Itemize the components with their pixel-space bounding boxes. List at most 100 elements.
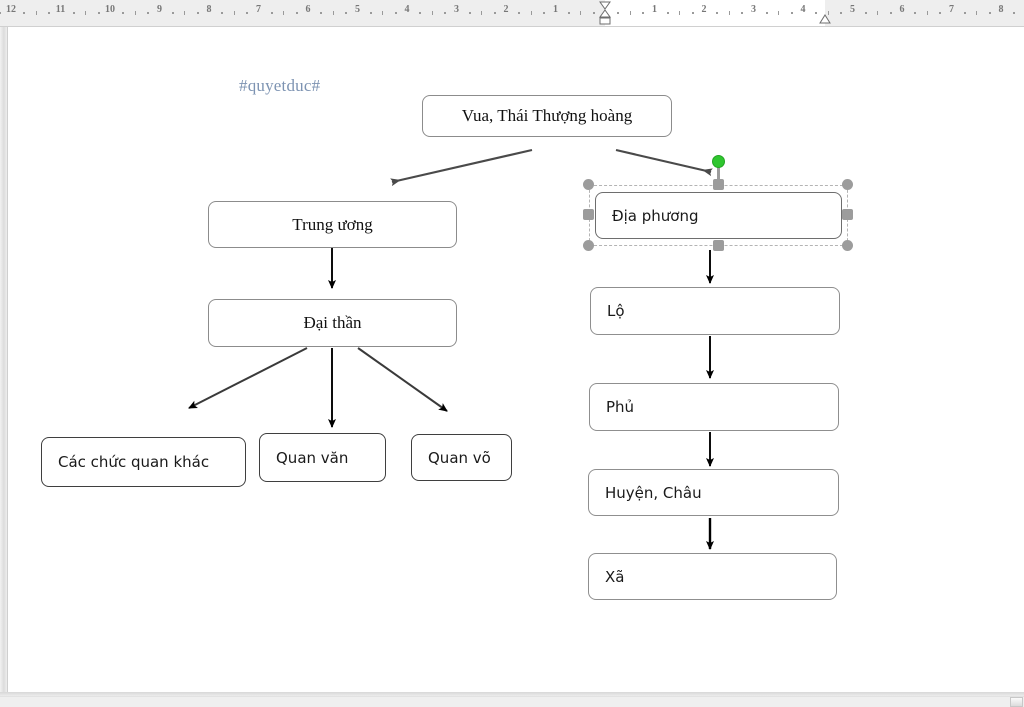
rotation-handle-icon[interactable]	[712, 155, 725, 168]
node-cac-chuc-quan-khac-label: Các chức quan khác	[58, 453, 210, 471]
node-dia-phuong[interactable]: Địa phương	[595, 192, 842, 239]
ruler-dot	[790, 12, 793, 14]
document-page[interactable]	[9, 27, 1024, 692]
ruler-dot	[171, 12, 174, 14]
ruler-dot	[295, 12, 298, 14]
ruler-dot	[666, 12, 669, 14]
ruler-number-7: 7	[949, 4, 954, 15]
ruler-number-8: 8	[206, 4, 212, 15]
ruler-dot	[270, 12, 273, 14]
ruler-tick	[481, 11, 483, 15]
selection-handle-bottom-right[interactable]	[842, 240, 853, 251]
ruler-tick	[431, 11, 433, 15]
ruler-number-3: 3	[751, 4, 756, 15]
ruler-tick	[332, 11, 334, 15]
selection-handle-bottom-center[interactable]	[713, 240, 724, 251]
ruler-dot	[23, 12, 26, 14]
ruler-number-1: 1	[652, 4, 657, 15]
rotation-handle-stem	[717, 163, 720, 182]
ruler-tick	[580, 11, 582, 15]
node-quan-vo-label: Quan võ	[428, 448, 491, 467]
ruler-dot	[72, 12, 75, 14]
node-trung-uong[interactable]: Trung ương	[208, 201, 457, 248]
selection-handle-top-left[interactable]	[583, 179, 594, 190]
node-dai-than-label: Đại thần	[303, 313, 362, 332]
ruler-number-5: 5	[850, 4, 855, 15]
ruler-dot	[48, 12, 51, 14]
ruler-dot	[815, 12, 818, 14]
ruler-number-5: 5	[355, 4, 360, 15]
ruler-dot	[419, 12, 422, 14]
ruler-dot	[1013, 12, 1016, 14]
ruler-tick	[827, 11, 829, 15]
selection-handle-middle-left[interactable]	[583, 209, 594, 220]
node-quan-van[interactable]: Quan văn	[259, 433, 386, 482]
ruler-dot	[642, 12, 645, 14]
ruler-tick	[778, 11, 780, 15]
ruler-number-6: 6	[899, 4, 905, 15]
ruler-dot	[122, 12, 125, 14]
selection-handle-middle-right[interactable]	[842, 209, 853, 220]
ruler-number-6: 6	[305, 4, 311, 15]
ruler-number-11: 11	[55, 4, 66, 15]
ruler-tick	[134, 11, 136, 15]
selection-handle-top-right[interactable]	[842, 179, 853, 190]
ruler-text-area	[605, 0, 825, 26]
ruler-dot	[345, 12, 348, 14]
ruler-dot	[221, 12, 224, 14]
ruler-dot	[840, 12, 843, 14]
node-lo[interactable]: Lộ	[590, 287, 840, 335]
ruler-tick	[184, 11, 186, 15]
node-cac-chuc-quan-khac[interactable]: Các chức quan khác	[41, 437, 246, 487]
ruler-dot	[567, 12, 570, 14]
ruler-dot	[543, 12, 546, 14]
node-phu-label: Phủ	[606, 398, 635, 416]
ruler-dot	[691, 12, 694, 14]
ruler-dot	[914, 12, 917, 14]
ruler-dot	[617, 12, 620, 14]
ruler-number-3: 3	[454, 4, 459, 15]
node-trung-uong-label: Trung ương	[292, 214, 373, 234]
node-dia-phuong-label: Địa phương	[612, 206, 699, 225]
first-line-indent-marker-icon[interactable]	[599, 1, 611, 25]
selection-handle-bottom-left[interactable]	[583, 240, 594, 251]
node-phu[interactable]: Phủ	[589, 383, 839, 431]
selection-handle-top-center[interactable]	[713, 179, 724, 190]
node-vua[interactable]: Vua, Thái Thượng hoàng	[422, 95, 672, 137]
right-indent-marker-icon[interactable]	[819, 14, 831, 24]
ruler-dot	[320, 12, 323, 14]
node-quan-vo[interactable]: Quan võ	[411, 434, 512, 481]
ruler-tick	[382, 11, 384, 15]
ruler-number-7: 7	[256, 4, 261, 15]
ruler-tick	[976, 11, 978, 15]
ruler-dot	[493, 12, 496, 14]
ruler-tick	[233, 11, 235, 15]
ruler-number-2: 2	[701, 4, 707, 15]
node-huyen-chau-label: Huyện, Châu	[605, 483, 702, 502]
ruler-tick	[283, 11, 285, 15]
ruler-dot	[716, 12, 719, 14]
ruler-dot	[369, 12, 372, 14]
ruler-dot	[592, 12, 595, 14]
ruler-dot	[0, 12, 1, 14]
ruler-number-1: 1	[553, 4, 558, 15]
ruler-dot	[518, 12, 521, 14]
ruler-dot	[765, 12, 768, 14]
ruler-tick	[85, 11, 87, 15]
ruler-dot	[963, 12, 966, 14]
selection-bounding-box	[589, 185, 848, 246]
node-dai-than[interactable]: Đại thần	[208, 299, 457, 347]
ruler-dot	[741, 12, 744, 14]
ruler-dot	[196, 12, 199, 14]
node-huyen-chau[interactable]: Huyện, Châu	[588, 469, 839, 516]
node-xa-label: Xã	[605, 567, 625, 586]
ruler-number-4: 4	[404, 4, 410, 15]
ruler-tick	[679, 11, 681, 15]
node-xa[interactable]: Xã	[588, 553, 837, 600]
ruler-number-2: 2	[503, 4, 509, 15]
ruler-tick	[877, 11, 879, 15]
ruler-dot	[97, 12, 100, 14]
